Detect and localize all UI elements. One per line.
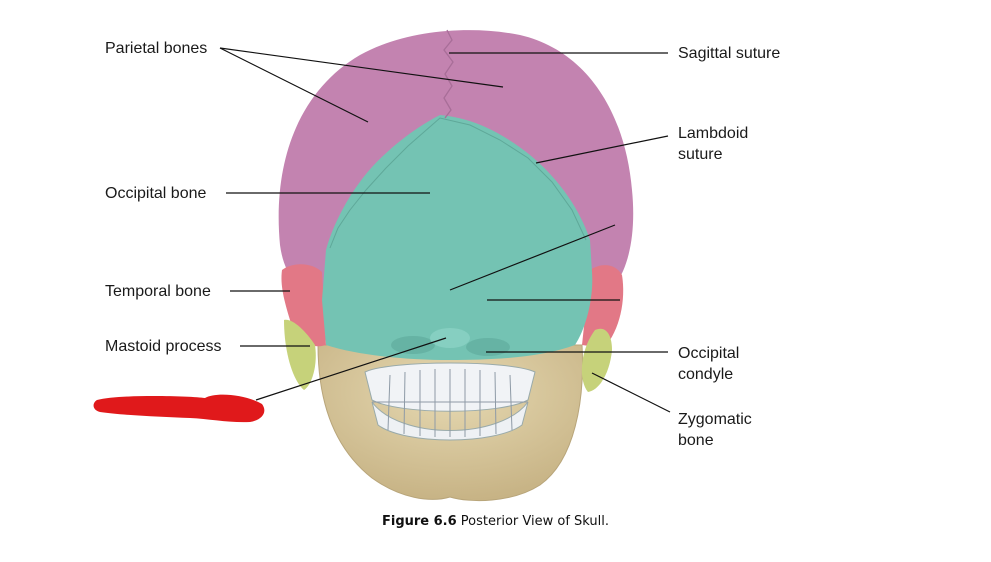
temporal-bone-right: [582, 265, 624, 348]
occipital-condyle: [391, 328, 510, 356]
label-occipital-bone: Occipital bone: [105, 185, 207, 202]
occipital-bone: [322, 115, 593, 360]
label-lambdoid-line2: suture: [678, 146, 723, 163]
figure-number: Figure 6.6: [381, 514, 457, 529]
mastoid-process-left: [284, 319, 316, 390]
redaction-mark: [93, 394, 265, 423]
figure-caption: Figure 6.6 Posterior View of Skull.: [0, 514, 991, 529]
label-temporal-bone: Temporal bone: [105, 283, 211, 300]
label-zygomatic-line1: Zygomatic: [678, 411, 752, 428]
leader-lines: [219, 47, 671, 413]
label-sagittal-suture: Sagittal suture: [678, 45, 781, 62]
label-lambdoid-line1: Lambdoid: [678, 125, 749, 142]
label-occipital-condyle-line1: Occipital: [678, 345, 740, 362]
label-parietal-bones: Parietal bones: [105, 40, 208, 57]
label-mastoid-process: Mastoid process: [105, 338, 222, 355]
label-occipital-condyle-line2: condyle: [678, 366, 734, 383]
label-zygomatic-line2: bone: [678, 432, 714, 449]
mastoid-process-right: [581, 328, 612, 392]
lambdoid-suture: [329, 117, 587, 249]
teeth: [364, 362, 536, 441]
figure-caption-text: Posterior View of Skull.: [456, 514, 610, 529]
sagittal-suture: [443, 29, 454, 119]
